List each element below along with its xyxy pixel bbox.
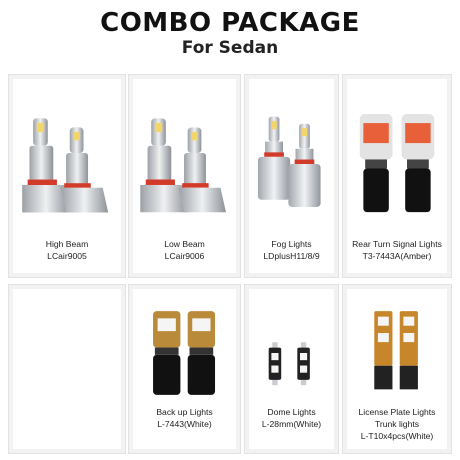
empty-card — [8, 284, 126, 454]
card-inner: Low Beam LCair9006 — [133, 79, 236, 273]
page-title: COMBO PACKAGE — [100, 8, 360, 38]
product-name: License Plate Lights — [358, 407, 436, 417]
page-subtitle: For Sedan — [181, 38, 279, 58]
card-inner: High Beam LCair9005 — [13, 79, 121, 273]
product-card-dome-lights[interactable]: Dome Lights L-28mm(White) — [244, 284, 339, 454]
product-card-backup-lights[interactable]: Back up Lights L-7443(White) — [128, 284, 241, 454]
product-model: L-T10x4pcs(White) — [360, 431, 434, 441]
product-card-high-beam[interactable]: High Beam LCair9005 — [8, 74, 126, 278]
card-inner: Back up Lights L-7443(White) — [133, 289, 236, 449]
card-inner: Fog Lights LDplusH11/8/9 — [249, 79, 334, 273]
product-card-rear-turn-signal[interactable]: Rear Turn Signal Lights T3-7443A(Amber) — [342, 74, 452, 278]
product-card-low-beam[interactable]: Low Beam LCair9006 — [128, 74, 241, 278]
card-inner — [13, 289, 121, 449]
product-model: L-7443(White) — [157, 419, 212, 429]
license-plate-bulb-image — [374, 311, 418, 390]
product-name: Low Beam — [164, 239, 205, 249]
product-name: Dome Lights — [267, 407, 316, 417]
high-beam-bulb-image — [22, 118, 109, 213]
low-beam-bulb-image — [140, 118, 226, 213]
product-card-fog-lights[interactable]: Fog Lights LDplusH11/8/9 — [244, 74, 339, 278]
product-card-license-plate-lights[interactable]: License Plate Lights Trunk lights L-T10x… — [342, 284, 452, 454]
product-name: Rear Turn Signal Lights — [352, 239, 442, 249]
turn-signal-bulb-image — [359, 114, 435, 213]
product-model: T3-7443A(Amber) — [362, 251, 432, 261]
backup-light-bulb-image — [153, 311, 216, 395]
product-model: LCair9005 — [47, 251, 87, 261]
product-subname: Trunk lights — [374, 419, 420, 429]
fog-light-bulb-image — [257, 116, 321, 207]
card-inner: Rear Turn Signal Lights T3-7443A(Amber) — [347, 79, 447, 273]
product-model: LCair9006 — [164, 251, 205, 261]
card-inner: Dome Lights L-28mm(White) — [249, 289, 334, 449]
product-name: High Beam — [45, 239, 89, 249]
dome-light-bulb-image — [268, 342, 310, 386]
product-name: Fog Lights — [271, 239, 312, 249]
card-inner: License Plate Lights Trunk lights L-T10x… — [347, 289, 447, 449]
product-model: L-28mm(White) — [261, 419, 322, 429]
product-model: LDplusH11/8/9 — [263, 251, 320, 261]
product-name: Back up Lights — [156, 407, 213, 417]
